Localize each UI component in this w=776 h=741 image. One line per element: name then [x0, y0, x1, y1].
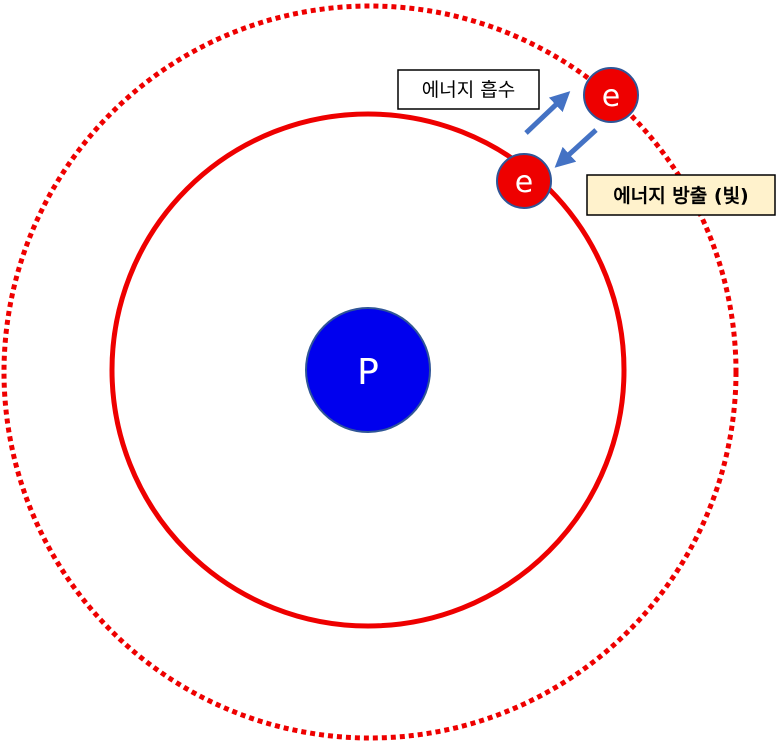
emit-label: 에너지 방출 (빛)	[613, 185, 748, 207]
nucleus-circle	[305, 307, 431, 433]
electron-outer-circle	[583, 67, 639, 123]
absorb-arrow	[524, 91, 571, 135]
absorb-label-bg	[397, 69, 540, 110]
outer-orbit	[1, 3, 739, 741]
nucleus: P	[305, 307, 431, 433]
nucleus-label: P	[357, 352, 379, 393]
absorb-label-box: 에너지 흡수	[397, 69, 540, 110]
electron-inner-circle	[496, 153, 552, 209]
emit-label-box: 에너지 방출 (빛)	[586, 174, 776, 216]
absorb-label: 에너지 흡수	[422, 79, 515, 101]
electron-outer: e	[583, 67, 639, 123]
inner-orbit	[109, 111, 627, 629]
emit-label-bg	[586, 174, 776, 216]
emit-arrow	[554, 128, 598, 168]
electron-inner: e	[496, 153, 552, 209]
electron-inner-label: e	[515, 165, 533, 200]
electron-outer-label: e	[602, 79, 620, 114]
